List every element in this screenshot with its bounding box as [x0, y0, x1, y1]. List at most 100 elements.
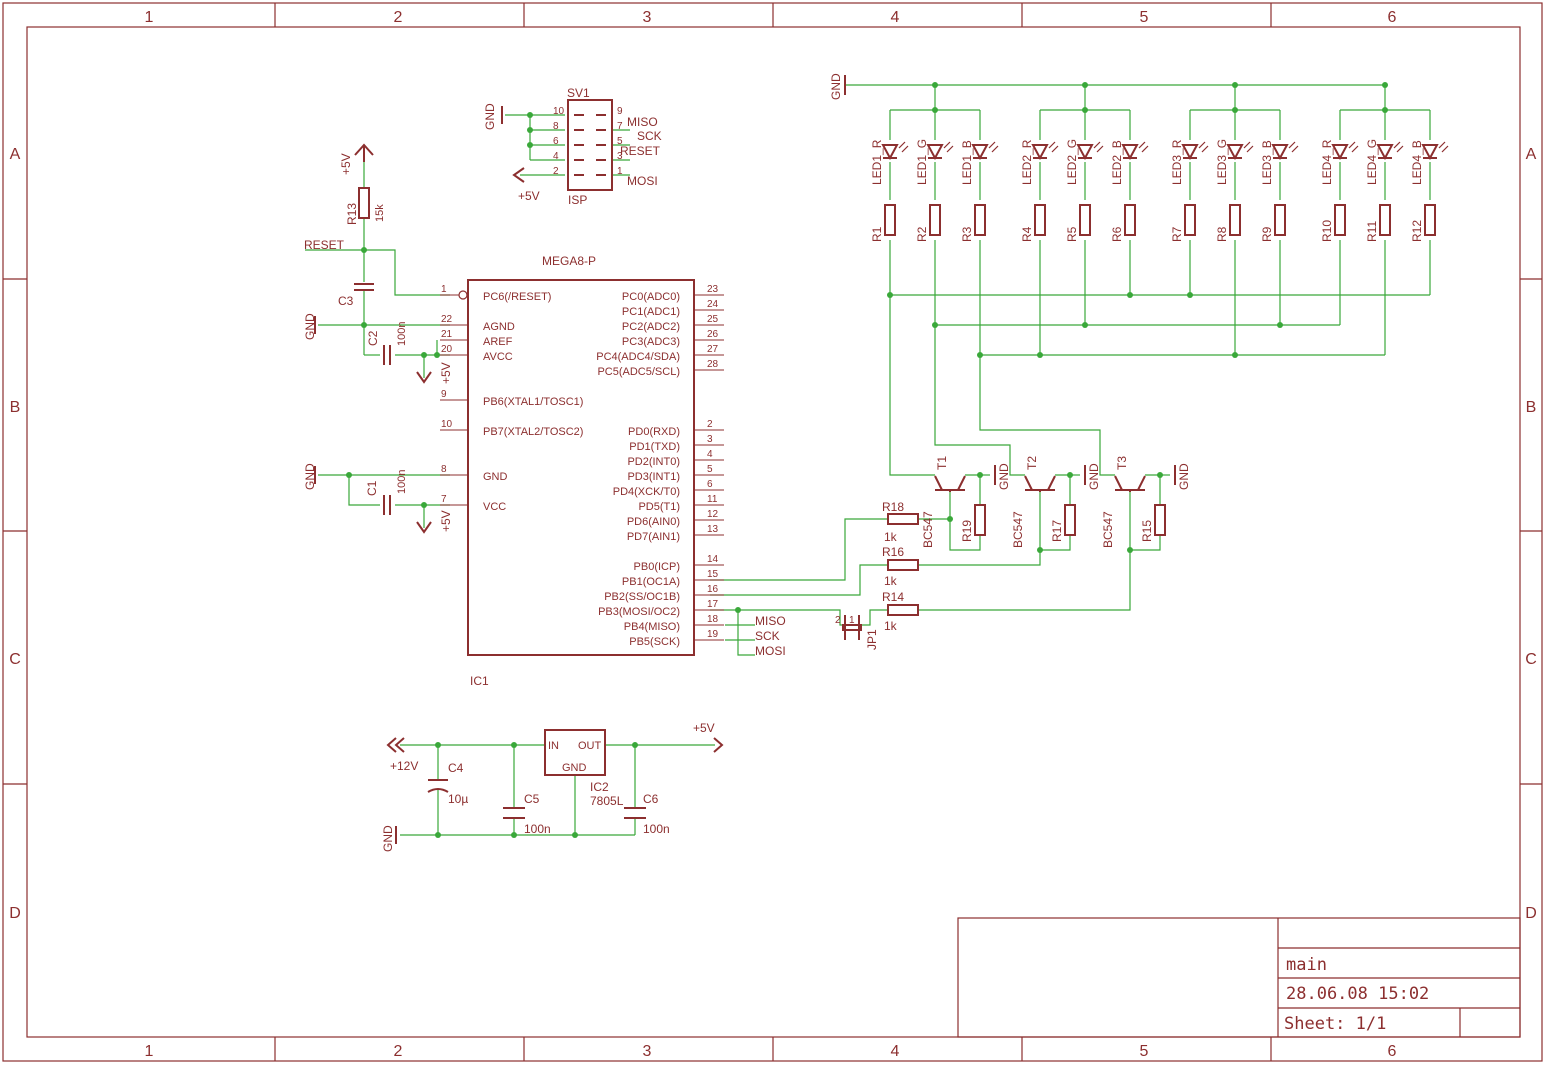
ic1-mega8: MEGA8-P IC1 1PC6(/RESET)22AGND21AREF20AV…	[440, 254, 786, 688]
sheet-number-text: Sheet: 1/1	[1284, 1014, 1386, 1034]
column-label-bottom: 4	[891, 1043, 900, 1060]
ic1-pin-label: PC3(ADC3)	[622, 336, 680, 348]
led-ref-label: LED4_R	[1320, 139, 1334, 185]
r16-ref-label: R16	[882, 545, 904, 559]
output-voltage-label: +5V	[693, 721, 715, 735]
ic1-pin-label: PD7(AIN1)	[627, 531, 680, 543]
row-label-left: D	[9, 905, 21, 922]
column-label-top: 2	[394, 9, 403, 26]
ic1-pin-label: PC1(ADC1)	[622, 306, 680, 318]
led-ref-label: LED1_R	[870, 139, 884, 185]
led-diode-symbol	[1226, 144, 1244, 161]
ic1-pin-label: PB3(MOSI/OC2)	[598, 606, 680, 618]
column-label-bottom: 3	[643, 1043, 652, 1060]
led-diode-symbol	[1076, 144, 1094, 161]
transistor-ref-label: T2	[1025, 456, 1039, 470]
ic1-pin-label: PB7(XTAL2/TOSC2)	[483, 426, 583, 438]
isp-pin-number: 1	[617, 166, 623, 177]
led-resistor	[1034, 204, 1046, 236]
led-ref-label: LED4_G	[1365, 139, 1379, 185]
led-light-arrow	[1393, 141, 1401, 149]
c5-value-label: 100n	[524, 822, 551, 836]
wires	[305, 84, 1431, 836]
emitter-resistor	[1064, 504, 1076, 536]
led-resistor	[1124, 204, 1136, 236]
led-resistor-label: R10	[1320, 220, 1334, 242]
isp-gnd-label: GND	[483, 103, 497, 130]
reg-gnd-label: GND	[562, 762, 587, 774]
junctions	[346, 82, 1388, 838]
ic1-right-pins: 23PC0(ADC0)24PC1(ADC1)25PC2(ADC2)26PC3(A…	[596, 284, 724, 648]
reg-out-label: OUT	[578, 740, 602, 752]
led-gnd-label: GND	[829, 73, 843, 100]
c4-ref-label: C4	[448, 761, 464, 775]
ic1-pin-number: 13	[707, 524, 719, 535]
avcc-supply-label: +5V	[439, 362, 453, 384]
row-label-left: C	[9, 651, 21, 668]
c4-value-label: 10µ	[448, 792, 468, 806]
c6-ref-label: C6	[643, 792, 659, 806]
led-resistor	[1274, 204, 1286, 236]
transistor-gnd-label: GND	[1087, 463, 1101, 490]
ic1-pin-number: 20	[441, 344, 453, 355]
isp-vcc-label: +5V	[518, 189, 540, 203]
ic1-pin-number: 3	[707, 434, 713, 445]
led-light-arrow	[1243, 141, 1251, 149]
isp-pin-number: 4	[553, 151, 559, 162]
led-resistor	[974, 204, 986, 236]
ic1-pin-number: 28	[707, 359, 719, 370]
row-label-right: D	[1525, 905, 1537, 922]
led-resistor-label: R1	[870, 226, 884, 242]
ic1-pin-number: 19	[707, 629, 719, 640]
column-label-top: 1	[145, 9, 154, 26]
led-diode-symbol	[1031, 144, 1049, 161]
ic1-pin-number: 8	[441, 464, 447, 475]
ic1-pin-label: PB2(SS/OC1B)	[604, 591, 680, 603]
ic1-pin-label: PB5(SCK)	[629, 636, 680, 648]
led-light-arrow	[1051, 145, 1059, 153]
ic1-pin-number: 2	[707, 419, 713, 430]
led-resistor	[1334, 204, 1346, 236]
ic1-pin-number: 26	[707, 329, 719, 340]
led-resistor-label: R8	[1215, 226, 1229, 242]
led-diode-symbol	[1376, 144, 1394, 161]
column-label-top: 5	[1140, 9, 1149, 26]
psu-gnd-label: GND	[381, 825, 395, 852]
sheet-name-text: main	[1286, 955, 1327, 975]
power-supply: +12V +5V GND IN OUT GND IC2 7805L C4 10µ…	[381, 721, 724, 852]
led-resistor	[1424, 204, 1436, 236]
emitter-resistor-label: R15	[1140, 520, 1154, 542]
led-resistor-label: R12	[1410, 220, 1424, 242]
r18-ref-label: R18	[882, 500, 904, 514]
ic1-pin-number: 7	[441, 494, 447, 505]
led-diode-symbol	[1331, 144, 1349, 161]
led-resistor-label: R7	[1170, 226, 1184, 242]
led-resistor	[1079, 204, 1091, 236]
led-resistor-label: R4	[1020, 226, 1034, 242]
led-diode-symbol	[1271, 144, 1289, 161]
transistor-ref-label: T3	[1115, 456, 1129, 470]
ic1-pin-label: PB4(MISO)	[624, 621, 680, 633]
led-resistor	[1229, 204, 1241, 236]
isp-pin-number: 7	[617, 121, 623, 132]
ic1-pin-number: 11	[707, 494, 718, 505]
led-diode-symbol	[1121, 144, 1139, 161]
ic1-pin-number: 14	[707, 554, 719, 565]
column-label-bottom: 2	[394, 1043, 403, 1060]
input-voltage-label: +12V	[390, 759, 418, 773]
isp-pin-number: 3	[617, 151, 623, 162]
row-label-left: B	[10, 399, 21, 416]
led-diode-symbol	[1181, 144, 1199, 161]
led-ref-label: LED2_R	[1020, 139, 1034, 185]
led-resistor-label: R6	[1110, 226, 1124, 242]
reset-gnd-label: GND	[303, 313, 317, 340]
ic1-pin-label: AVCC	[483, 351, 513, 363]
isp-pin-number: 6	[553, 136, 559, 147]
ic1-pin-number: 5	[707, 464, 713, 475]
emitter-resistor	[1154, 504, 1166, 536]
r14-value-label: 1k	[884, 619, 898, 633]
ic1-pin-number: 17	[707, 599, 719, 610]
ic1-pin-label: PC6(/RESET)	[483, 291, 551, 303]
